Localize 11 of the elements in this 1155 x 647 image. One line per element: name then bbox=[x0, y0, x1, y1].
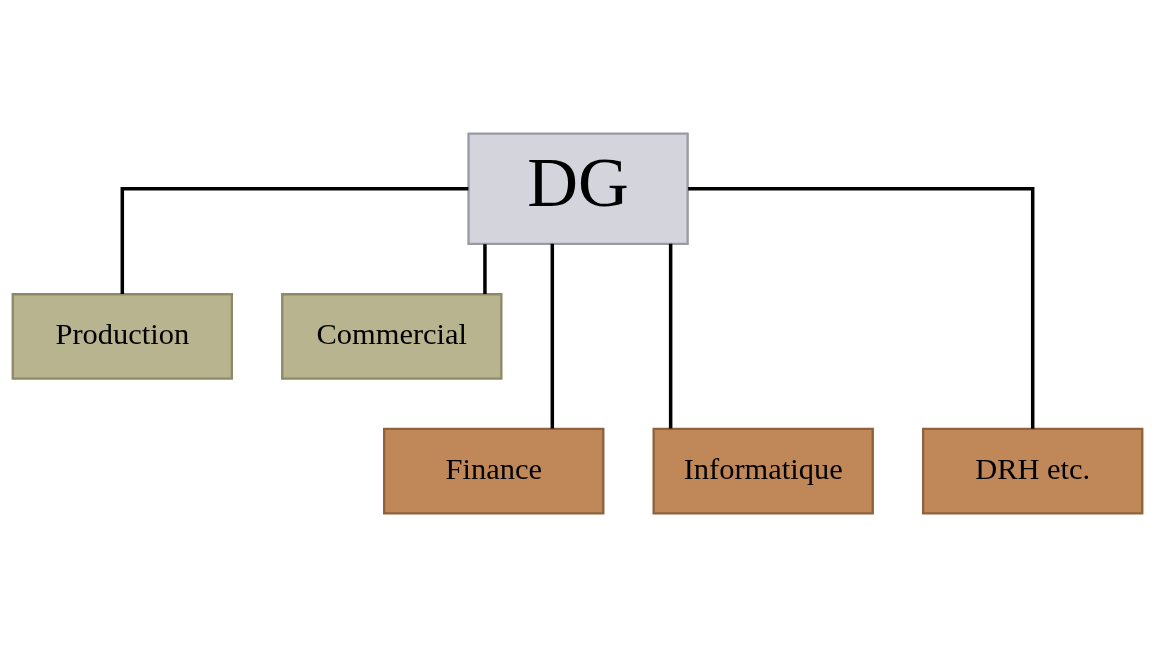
node-box: DG bbox=[467, 132, 689, 245]
node-box: Production bbox=[11, 293, 233, 380]
connector bbox=[668, 243, 673, 429]
connector bbox=[688, 187, 1035, 429]
node-box: Finance bbox=[383, 427, 605, 515]
connector bbox=[483, 244, 487, 295]
connector bbox=[550, 243, 555, 429]
node-box: Informatique bbox=[652, 427, 874, 515]
node-box: Commercial bbox=[281, 293, 503, 380]
node-box: DRH etc. bbox=[922, 427, 1144, 515]
connector bbox=[120, 187, 469, 295]
